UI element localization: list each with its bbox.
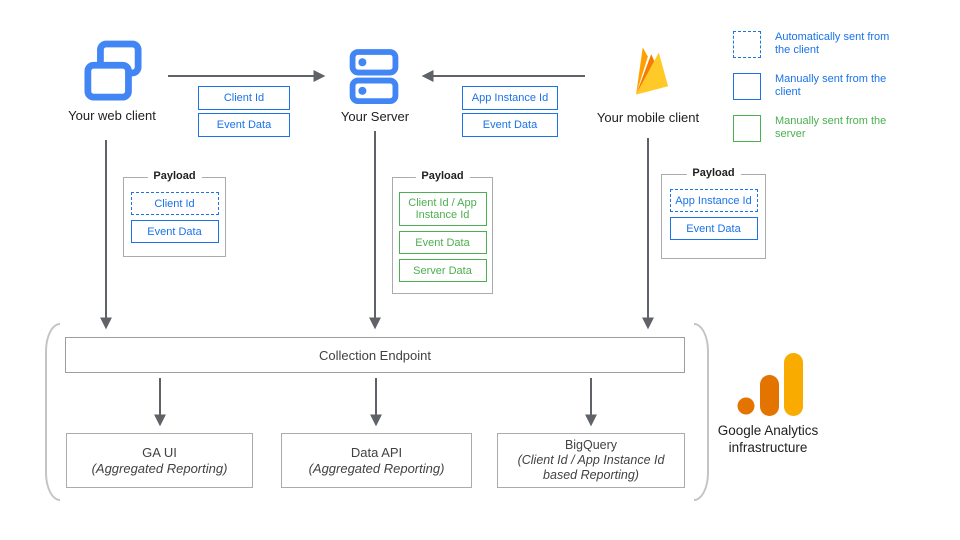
output-box-data-api: Data API (Aggregated Reporting) — [281, 433, 472, 488]
legend-item-manual-client: Manually sent from the client — [733, 73, 903, 100]
output-box-bigquery: BigQuery (Client Id / App Instance Id ba… — [497, 433, 685, 488]
payload-item-server-data: Server Data — [398, 259, 487, 282]
bracket-left — [45, 323, 60, 501]
mobile-client-label: Your mobile client — [596, 110, 700, 125]
param-box-event-data: Event Data — [198, 113, 290, 137]
collection-endpoint-box: Collection Endpoint — [65, 337, 685, 373]
server-stack-icon — [349, 49, 399, 105]
payload-title: Payload — [686, 167, 741, 179]
payload-item-event-data: Event Data — [398, 231, 487, 254]
payload-title: Payload — [415, 170, 470, 182]
ga-infrastructure-caption: Google Analytics infrastructure — [717, 423, 819, 455]
output-detail: (Aggregated Reporting) — [91, 460, 228, 476]
param-box-event-data: Event Data — [462, 113, 558, 137]
payload-box-mobile: Payload App Instance Id Event Data — [661, 167, 766, 259]
legend: Automatically sent from the client Manua… — [733, 31, 903, 157]
solid-blue-box-icon — [733, 73, 761, 100]
output-name: Data API — [350, 444, 403, 460]
legend-label: Manually sent from the server — [775, 115, 887, 140]
payload-box-server: Payload Client Id / App Instance Id Even… — [392, 170, 493, 294]
output-detail: (Client Id / App Instance Id based Repor… — [517, 453, 665, 482]
payload-item-client-or-app-id: Client Id / App Instance Id — [398, 192, 487, 226]
payload-item-client-id: Client Id — [130, 192, 219, 215]
legend-item-auto-client: Automatically sent from the client — [733, 31, 903, 58]
payload-item-event-data: Event Data — [130, 220, 219, 243]
param-box-app-instance-id: App Instance Id — [462, 86, 558, 110]
payload-box-web: Payload Client Id Event Data — [123, 170, 226, 257]
legend-label: Manually sent from the client — [775, 73, 887, 98]
web-client-label: Your web client — [68, 108, 156, 123]
overlapping-browser-windows-icon — [84, 40, 142, 101]
legend-label: Automatically sent from the client — [775, 31, 890, 56]
payload-item-event-data: Event Data — [669, 217, 758, 240]
output-name: GA UI — [142, 444, 177, 460]
output-name: BigQuery — [564, 438, 618, 452]
output-detail: (Aggregated Reporting) — [308, 460, 445, 476]
payload-item-app-instance-id: App Instance Id — [669, 189, 758, 212]
output-box-ga-ui: GA UI (Aggregated Reporting) — [66, 433, 253, 488]
param-box-client-id: Client Id — [198, 86, 290, 110]
server-label: Your Server — [340, 109, 410, 124]
google-analytics-logo — [737, 353, 803, 416]
payload-title: Payload — [147, 170, 202, 182]
legend-item-manual-server: Manually sent from the server — [733, 115, 903, 142]
dashed-blue-box-icon — [733, 31, 761, 58]
bracket-right — [694, 323, 709, 501]
solid-green-box-icon — [733, 115, 761, 142]
firebase-flame-icon — [636, 47, 669, 95]
